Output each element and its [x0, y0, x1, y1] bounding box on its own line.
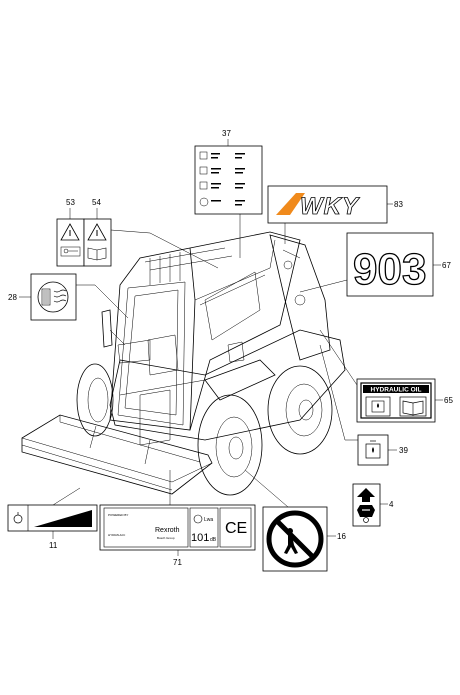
- callout-37: 37: [222, 129, 231, 138]
- callout-28: 28: [8, 293, 17, 302]
- radiator-icon: [37, 281, 69, 313]
- callout-16: 16: [337, 532, 346, 541]
- callout-83: 83: [394, 200, 403, 209]
- decal-16-no-person: 16: [244, 469, 346, 572]
- skid-steer-loader: [21, 231, 346, 496]
- hydraulic-oil-label: HYDRAULIC OIL: [371, 387, 422, 394]
- decal-53-warning: 53: [56, 198, 85, 267]
- hydraulic-text: HYDRAULIC: [108, 533, 126, 537]
- callout-54: 54: [92, 198, 101, 207]
- logo-text: WKY: [300, 193, 360, 220]
- decal-71-rexroth: POWERED BY HYDRAULIC Rexroth Bosch Group…: [99, 470, 256, 567]
- throttle-wedge-icon: [34, 510, 92, 527]
- bosch-group-text: Bosch Group: [157, 536, 175, 540]
- model-number: 903: [353, 245, 426, 294]
- decal-65-hydraulic-oil: HYDRAULIC OIL 65: [319, 329, 453, 423]
- decal-37-instructions: 37: [194, 129, 263, 258]
- noise-label: Lwa: [204, 517, 213, 523]
- no-person-icon: [266, 510, 324, 568]
- decal-83-logo: WKY 83: [267, 185, 403, 244]
- decal-67-model: 903 67: [299, 232, 451, 297]
- decal-4-lift-point: 4: [352, 483, 394, 527]
- noise-value: 101: [191, 532, 209, 544]
- decal-39-oil: 39: [319, 344, 408, 466]
- ce-mark: CE: [225, 520, 247, 537]
- logo-orange-swoosh: [276, 193, 305, 215]
- manual-book-icon: [399, 396, 427, 417]
- engine-speed-icon: [13, 512, 23, 524]
- lift-arrow-icon: [357, 488, 375, 523]
- callout-65: 65: [444, 396, 453, 405]
- callout-39: 39: [399, 446, 408, 455]
- noise-unit: dB: [210, 537, 217, 543]
- callout-53: 53: [66, 198, 75, 207]
- oil-can-icon: [365, 440, 381, 459]
- ce-mark-panel: CE: [219, 507, 252, 548]
- decal-28-radiator: 28: [8, 273, 129, 321]
- callout-71: 71: [173, 558, 182, 567]
- rexroth-brand: Rexroth: [155, 527, 180, 534]
- decal-11-throttle: 11: [7, 487, 98, 550]
- powered-by-text: POWERED BY: [108, 513, 128, 517]
- decal-54-warning: 54: [83, 198, 219, 269]
- callout-4: 4: [389, 500, 394, 509]
- noise-level-panel: Lwa 101 dB: [189, 507, 219, 548]
- hook-icon: [60, 246, 81, 257]
- instruction-rows: [199, 151, 245, 207]
- callout-11: 11: [49, 541, 58, 550]
- oil-can-icon: [365, 396, 391, 417]
- callout-67: 67: [442, 261, 451, 270]
